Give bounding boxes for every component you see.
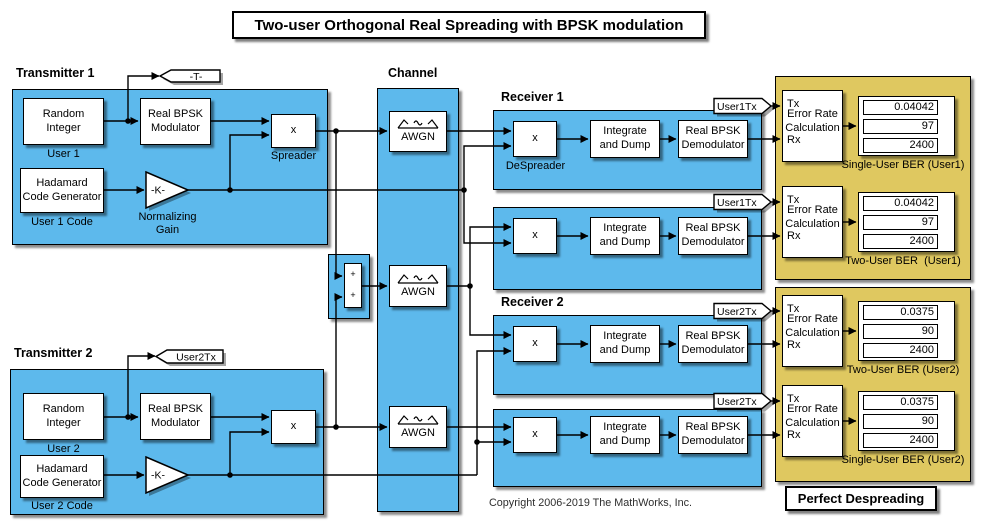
tx1-bpsk-modulator-block[interactable]: Real BPSK Modulator	[140, 98, 211, 145]
ber-display-3-label: Two-User BER (User2)	[846, 364, 960, 376]
error-rate-calc-2-block[interactable]: Tx Error Rate Calculation Rx	[782, 186, 843, 258]
awgn2-block[interactable]: AWGN	[389, 265, 447, 307]
copyright-text: Copyright 2006-2019 The MathWorks, Inc.	[489, 497, 693, 509]
channel-label: Channel	[388, 66, 438, 80]
ber-value: 0.0375	[863, 305, 938, 320]
wire-group	[104, 72, 857, 479]
ber-display-4-label: Single-User BER (User2)	[841, 454, 965, 466]
tx1-gain-label: Normalizing Gain	[138, 211, 197, 237]
tx1-spreader-label: Spreader	[270, 150, 317, 162]
ber-value: 0.04042	[863, 100, 938, 115]
ber-display-2[interactable]: 0.04042 97 2400	[858, 192, 955, 252]
rx-port-label: Rx	[787, 339, 801, 351]
total-bits-value: 2400	[863, 234, 938, 249]
tx1-user1-label: User 1	[47, 148, 80, 160]
ber-display-2-label: Two-User BER (User1)	[845, 255, 961, 267]
awgn1-block[interactable]: AWGN	[389, 111, 447, 152]
model-title: Two-user Orthogonal Real Spreading with …	[232, 11, 706, 39]
tx2-user2-label: User 2	[47, 443, 80, 455]
rx1-integrate-dump-block[interactable]: Integrate and Dump	[590, 120, 660, 158]
sum-block[interactable]: + +	[344, 263, 362, 308]
awgn2-text: AWGN	[401, 285, 435, 298]
error-count-value: 97	[863, 215, 938, 230]
tx-port-label: Tx	[787, 98, 800, 110]
ber-display-4[interactable]: 0.0375 90 2400	[858, 391, 955, 451]
rx2-bpsk-demodulator-block[interactable]: Real BPSK Demodulator	[678, 325, 748, 363]
rx1-despreader-label: DeSpreader	[505, 160, 566, 172]
rx1-despreader-block[interactable]: x	[513, 121, 557, 157]
tx1-code-label: User 1 Code	[31, 216, 93, 228]
tx1-hadamard-block[interactable]: Hadamard Code Generator	[20, 168, 104, 213]
awgn-channel-icon	[397, 273, 439, 284]
ber-display-1-label: Single-User BER (User1)	[841, 159, 965, 171]
tx2-hadamard-block[interactable]: Hadamard Code Generator	[20, 455, 104, 498]
awgn3-text: AWGN	[401, 426, 435, 439]
tx2-bpsk-modulator-block[interactable]: Real BPSK Modulator	[140, 393, 211, 440]
sum-plus-2: +	[350, 290, 356, 300]
rx2b-integrate-dump-block[interactable]: Integrate and Dump	[590, 416, 660, 454]
awgn-channel-icon	[397, 414, 439, 425]
tx-port-label: Tx	[787, 393, 800, 405]
awgn1-text: AWGN	[401, 131, 435, 144]
error-rate-calc-1-block[interactable]: Tx Error Rate Calculation Rx	[782, 90, 843, 162]
awgn3-block[interactable]: AWGN	[389, 406, 447, 448]
rx2b-bpsk-demodulator-block[interactable]: Real BPSK Demodulator	[678, 416, 748, 454]
ber-value: 0.04042	[863, 196, 938, 211]
tx1-spreader-block[interactable]: x	[271, 114, 316, 148]
ber-value: 0.0375	[863, 395, 938, 410]
error-rate-calc-label: Error Rate Calculation	[785, 313, 840, 339]
awgn-channel-icon	[397, 119, 439, 129]
total-bits-value: 2400	[863, 343, 938, 358]
total-bits-value: 2400	[863, 138, 938, 153]
rx1b-despreader-block[interactable]: x	[513, 218, 557, 254]
tx-port-label: Tx	[787, 194, 800, 206]
error-count-value: 97	[863, 119, 938, 134]
rx-port-label: Rx	[787, 134, 801, 146]
error-rate-calc-label: Error Rate Calculation	[785, 108, 840, 134]
total-bits-value: 2400	[863, 433, 938, 448]
error-rate-calc-label: Error Rate Calculation	[785, 403, 840, 429]
transmitter1-label: Transmitter 1	[16, 66, 95, 80]
wire-junction-dots	[125, 118, 480, 478]
rx1b-integrate-dump-block[interactable]: Integrate and Dump	[590, 217, 660, 255]
error-count-value: 90	[863, 414, 938, 429]
ber-display-3[interactable]: 0.0375 90 2400	[858, 301, 955, 361]
tx-port-label: Tx	[787, 303, 800, 315]
rx2-despreader-block[interactable]: x	[513, 326, 557, 362]
sum-plus-1: +	[350, 269, 356, 279]
perfect-despreading-annotation: Perfect Despreading	[785, 486, 937, 511]
rx2-integrate-dump-block[interactable]: Integrate and Dump	[590, 325, 660, 363]
tx2-spreader-block[interactable]: x	[271, 410, 316, 444]
rx2b-despreader-block[interactable]: x	[513, 417, 557, 453]
rx-port-label: Rx	[787, 230, 801, 242]
error-rate-calc-3-block[interactable]: Tx Error Rate Calculation Rx	[782, 295, 843, 367]
transmitter2-label: Transmitter 2	[14, 346, 93, 360]
rx1b-bpsk-demodulator-block[interactable]: Real BPSK Demodulator	[678, 217, 748, 255]
rx-port-label: Rx	[787, 429, 801, 441]
tx1-random-integer-block[interactable]: Random Integer	[23, 98, 104, 145]
error-rate-calc-4-block[interactable]: Tx Error Rate Calculation Rx	[782, 385, 843, 457]
ber-display-1[interactable]: 0.04042 97 2400	[858, 96, 955, 156]
rx1-bpsk-demodulator-block[interactable]: Real BPSK Demodulator	[678, 120, 748, 158]
tx2-random-integer-block[interactable]: Random Integer	[23, 393, 104, 440]
error-rate-calc-label: Error Rate Calculation	[785, 204, 840, 230]
receiver1-label: Receiver 1	[501, 90, 564, 104]
tx2-code-label: User 2 Code	[31, 500, 93, 512]
receiver2-label: Receiver 2	[501, 295, 564, 309]
error-count-value: 90	[863, 324, 938, 339]
